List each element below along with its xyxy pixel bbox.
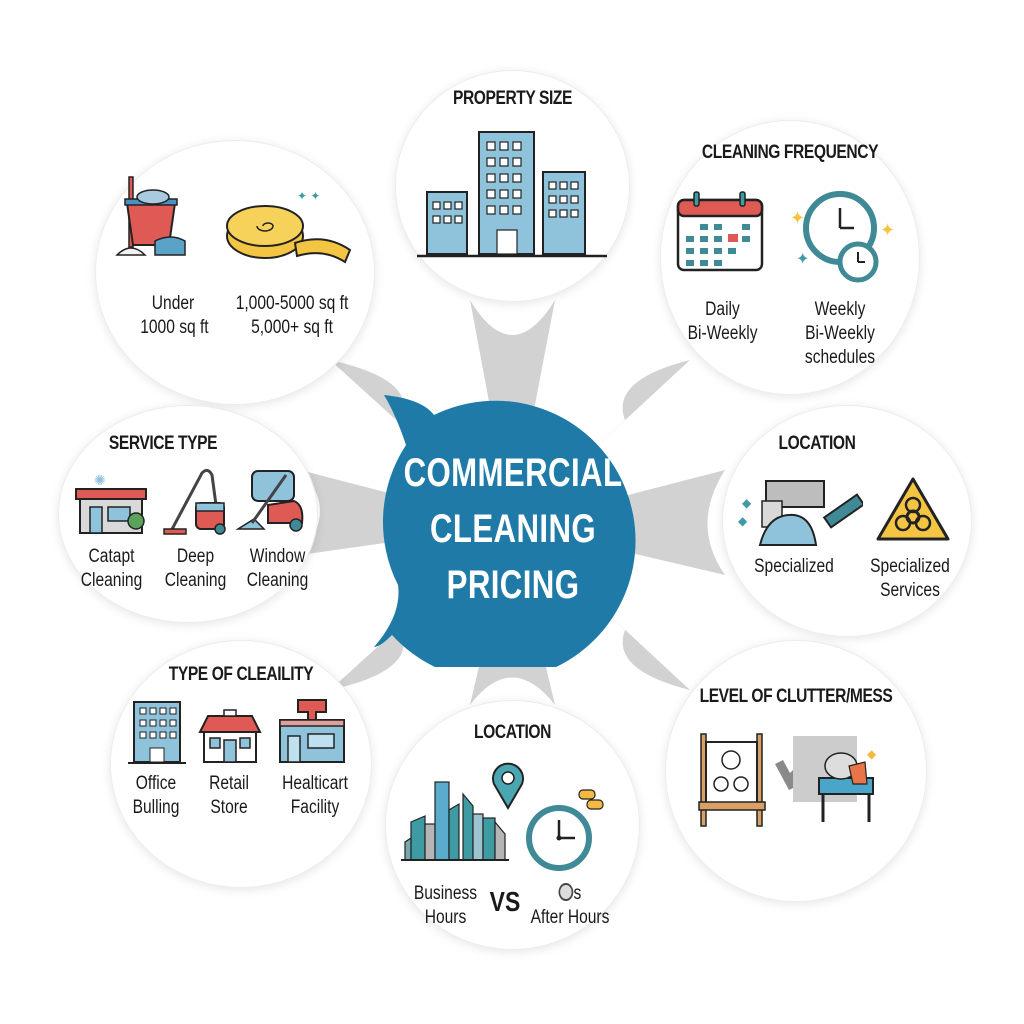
svg-text:◆: ◆ [738,514,748,528]
size-range-large-label: 1,000-5000 sq ft 5,000+ sq ft [231,292,354,340]
whiteboard-icon [698,733,766,827]
label-line: Specialized [870,556,950,577]
small-clock-icon [558,883,574,901]
facility-office-label: Office Bulling [126,772,185,820]
vacuum-icon [163,468,226,535]
location-specialized-services-label: Specialized Services [869,555,951,603]
service-type-title: SERVICE TYPE [108,433,218,454]
svg-text:✦ ✦: ✦ ✦ [297,189,320,203]
biohazard-icon [876,477,950,541]
label-line: Bulling [132,797,180,818]
chat-bubbles-icon [578,789,604,810]
prefix-text: s [573,883,582,904]
bubble-size-ranges: ✦ ✦ Under 1000 sq ft 1,000-5000 sq ft 5,… [95,140,375,405]
svg-text:✦: ✦ [880,220,895,240]
storefront-icon: ✺ [75,472,147,534]
label-line: Store [210,797,248,818]
label-line: Business [413,883,478,904]
speech-bubble-shape [374,395,636,667]
property-size-title: PROPERTY SIZE [452,88,573,109]
bubble-service-type: SERVICE TYPE ✺ Catapt Cleaning [58,405,318,623]
frequency-weekly-label: Weekly Bi-Weekly schedules [803,298,877,370]
floor-scrubber-icon [235,470,304,532]
label-line: 1000 sq ft [140,317,209,338]
label-line: Weekly [814,299,866,320]
center-title-line: COMMERCIAL [403,451,623,495]
label-line: After Hours [530,907,610,928]
svg-text:◆: ◆ [867,747,877,761]
clutter-title: LEVEL OF CLUTTER/MESS [699,686,893,707]
mop-bucket-icon [115,176,186,256]
clock-icon [526,805,592,871]
center-title-line: PRICING [446,563,580,607]
center-title: COMMERCIAL CLEANING PRICING [403,445,623,613]
retail-store-icon [198,709,262,763]
svg-text:◆: ◆ [742,496,752,510]
service-catapt-label: Catapt Cleaning [81,545,143,593]
label-line: Cleaning [246,570,309,591]
label-line: Cleaning [80,570,143,591]
location-right-title: LOCATION [778,433,856,454]
label-line: Under [151,293,195,314]
label-line: Healticart [282,773,348,794]
frequency-daily-label: Daily Bi-Weekly [688,298,758,346]
label-line: Hours [424,907,467,928]
label-line: Bi-Weekly [687,323,758,344]
center-title-line: CLEANING [429,507,597,551]
after-hours-label: s After Hours [525,882,615,930]
bubble-property-size: PROPERTY SIZE [395,70,630,302]
center-title-bubble: COMMERCIAL CLEANING PRICING [372,385,654,667]
office-building-icon [128,701,186,764]
service-window-label: Window Cleaning [247,545,309,593]
clock-stopwatch-icon: ✦ ✦ ✦ [790,191,895,283]
bubble-clutter: LEVEL OF CLUTTER/MESS ◆ [665,640,927,902]
label-line: Bi-Weekly [805,323,875,344]
label-line: Services [880,580,940,601]
cleaning-frequency-title: CLEANING FREQUENCY [701,142,879,163]
label-line: Cleaning [164,570,227,591]
bubble-location-right: LOCATION ◆ ◆ Specialized Specialized Ser… [722,405,972,637]
healthcare-facility-icon [279,699,345,763]
bubble-facility-type: TYPE OF CLEAILITY [110,640,372,888]
label-line: Daily [705,299,740,320]
location-bottom-title: LOCATION [474,722,551,743]
label-line: 1,000-5000 sq ft [235,293,349,314]
service-deep-label: Deep Cleaning [165,545,227,593]
after-hours-prefix: s [525,882,615,906]
facility-healthcare-label: Healticart Facility [278,772,352,820]
vs-label: VS [489,886,521,917]
label-line: Deep [176,546,215,567]
facility-retail-label: Retail Store [202,772,256,820]
bubble-cleaning-frequency: CLEANING FREQUENCY ✦ ✦ ✦ [660,120,920,395]
cleaning-supplies-icon: ◆ ◆ [738,480,863,546]
map-pin-icon [492,762,524,810]
label-line: 5,000+ sq ft [251,317,333,338]
label-line: Window [249,546,306,567]
svg-text:✦: ✦ [790,208,805,228]
label-line: Catapt [88,546,135,567]
size-range-small-label: Under 1000 sq ft [140,292,209,340]
calendar-icon [676,191,764,272]
label-line: Specialized [754,556,834,577]
business-hours-label: Business Hours [411,882,481,930]
facility-type-title: TYPE OF CLEAILITY [168,664,314,685]
svg-text:✺: ✺ [94,472,106,488]
location-specialized-label: Specialized [753,555,835,579]
messy-desk-icon: ◆ [793,736,877,822]
label-line: schedules [804,347,876,368]
label-line: Office [135,773,177,794]
label-line: Facility [290,797,340,818]
label-line: Retail [209,773,249,794]
bubble-location-bottom: LOCATION [385,700,640,950]
measuring-tape-icon: ✦ ✦ [226,189,352,264]
svg-text:✦: ✦ [796,251,809,268]
city-skyline-icon [401,781,509,861]
office-buildings-icon [417,131,607,258]
